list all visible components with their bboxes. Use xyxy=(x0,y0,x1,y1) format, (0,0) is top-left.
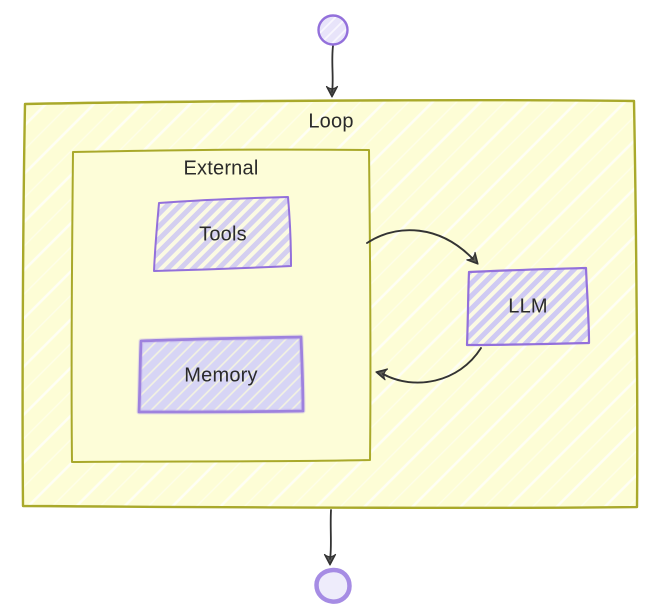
node-end-circle xyxy=(314,567,352,604)
node-memory xyxy=(136,334,306,415)
node-start-circle xyxy=(317,14,349,46)
edge-llm-to-external xyxy=(374,347,482,384)
subgraph-external xyxy=(70,148,372,463)
node-llm xyxy=(465,266,591,347)
edge-start-to-loop xyxy=(325,45,339,98)
edge-external-to-llm xyxy=(366,229,483,269)
node-tools xyxy=(153,196,292,272)
edge-loop-to-end xyxy=(323,509,337,566)
